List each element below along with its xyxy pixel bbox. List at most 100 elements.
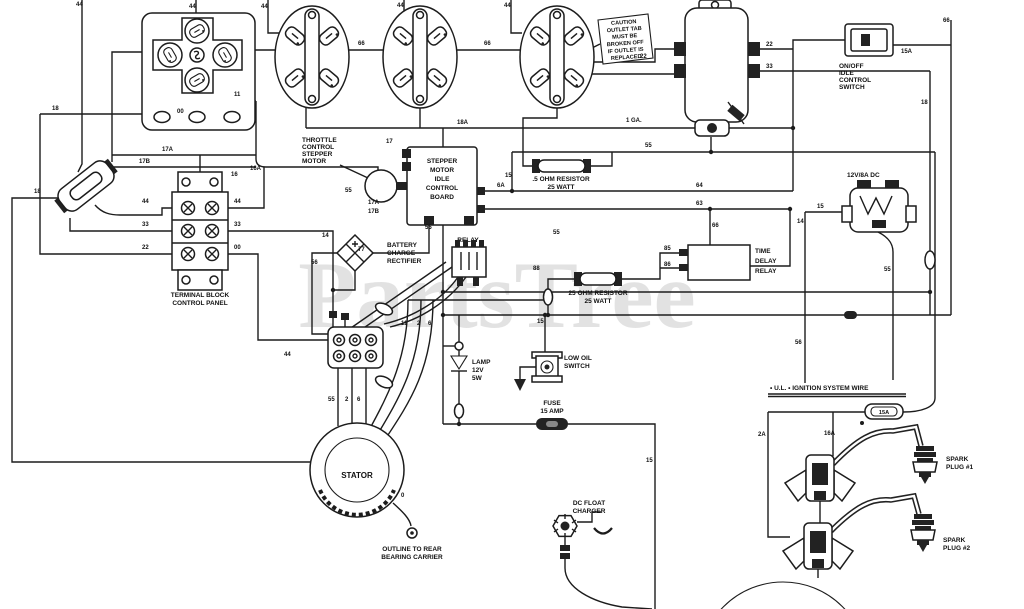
wire-label: 15 xyxy=(646,458,653,464)
wire-label: 22 xyxy=(640,54,647,60)
junctions xyxy=(329,125,933,427)
wire-label: 77 xyxy=(358,247,365,253)
ignition-header: • U.L. • IGNITION SYSTEM WIRE xyxy=(770,385,869,392)
wire-label: 33 xyxy=(234,222,241,228)
rear-bearing-label-1: OUTLINE TO REAR xyxy=(382,546,442,553)
wire-label: 6 xyxy=(357,397,361,403)
wire-label: 17B xyxy=(139,159,151,165)
wire-label: 14 xyxy=(797,219,804,225)
board-label-1: STEPPER xyxy=(427,158,458,165)
wire-label: 56 xyxy=(311,260,318,266)
wire-label: 17A xyxy=(162,147,174,153)
rectifier-label-2: CHARGE xyxy=(387,250,416,257)
ignition-fuse-label: 15A xyxy=(879,410,889,416)
wire-label: 56 xyxy=(795,340,802,346)
wire-label: 16A xyxy=(250,166,262,172)
wire-label: 44 xyxy=(504,3,511,9)
wire-label: 15 xyxy=(537,319,544,325)
resistor-half-ohm-label-2: 25 WATT xyxy=(548,184,575,191)
fuse-label-1: FUSE xyxy=(543,400,561,407)
spark-plug-1-label-2: PLUG #1 xyxy=(946,464,973,471)
ignition-system: • U.L. • IGNITION SYSTEM WIRE 15A SPARK … xyxy=(768,385,973,570)
caution-line-6: REPLACED xyxy=(611,54,642,62)
wire-label: 44 xyxy=(142,199,149,205)
resistor-half-ohm: .5 OHM RESISTOR 25 WATT xyxy=(532,159,591,191)
rectifier-label-3: RECTIFIER xyxy=(387,258,422,265)
wire-label: 11 xyxy=(401,321,408,327)
duplex-outlet-3 xyxy=(520,6,594,108)
wire-label: 44 xyxy=(234,199,241,205)
wire-label: 88 xyxy=(533,266,540,272)
wire-label: 66 xyxy=(358,41,365,47)
wire-label: 18A xyxy=(457,120,469,126)
dc-outlet: 12V/8A DC xyxy=(841,172,917,233)
low-oil-label-1: LOW OIL xyxy=(564,355,592,362)
fuse-label-2: 15 AMP xyxy=(540,408,564,415)
wire-label: 17A xyxy=(368,200,380,206)
panel-circuit-breaker xyxy=(54,158,118,214)
time-delay-label-1: TIME xyxy=(755,248,771,255)
wire-label: 55 xyxy=(345,188,352,194)
wire-label: 16 xyxy=(231,172,238,178)
engine-outline xyxy=(720,581,846,609)
wire-label: 85 xyxy=(664,246,671,252)
caution-line-5: IF OUTLET IS xyxy=(608,47,644,55)
duplex-outlet-1 xyxy=(275,6,349,108)
wire-label: 11 xyxy=(234,92,241,98)
wire-label: 00 xyxy=(234,245,241,251)
wire-label: 2 xyxy=(417,321,421,327)
fuse-15-amp: FUSE 15 AMP xyxy=(536,400,568,430)
idle-switch-label-4: SWITCH xyxy=(839,84,865,91)
wire-label: 66 xyxy=(712,223,719,229)
wire-label: 15 xyxy=(505,173,512,179)
resistor-half-ohm-label-1: .5 OHM RESISTOR xyxy=(532,176,590,183)
caution-line-2: OUTLET TAB xyxy=(607,26,642,34)
time-delay-label-2: DELAY xyxy=(755,258,777,265)
circuit-breaker-module xyxy=(674,0,760,137)
wire-label: 44 xyxy=(397,3,404,9)
wire-label: 15 xyxy=(817,204,824,210)
terminal-block-label-1: TERMINAL BLOCK xyxy=(171,292,230,299)
spark-plug-2-label-2: PLUG #2 xyxy=(943,545,970,552)
wire-label: 18 xyxy=(52,106,59,112)
wire-label: 22 xyxy=(766,42,773,48)
lamp-label-1: LAMP xyxy=(472,359,491,366)
ground-icon xyxy=(514,379,526,391)
rear-bearing-label-2: BEARING CARRIER xyxy=(381,554,443,561)
wire-label: 1 GA. xyxy=(626,118,642,124)
wire-label: 44 xyxy=(261,4,268,10)
wire-label: 18 xyxy=(34,189,41,195)
idle-switch-label-2: IDLE xyxy=(839,70,854,77)
wire-label: 2 xyxy=(345,397,349,403)
ignition-coil-1 xyxy=(784,454,856,502)
wire-label: 17B xyxy=(368,209,380,215)
idle-switch-label-1: ON/OFF xyxy=(839,63,864,70)
wire-label: 64 xyxy=(696,183,703,189)
wire-label: 6A xyxy=(497,183,505,189)
wire-label: 33 xyxy=(142,222,149,228)
lamp-diode: LAMP 12V 5W xyxy=(450,341,491,382)
resistor-25-ohm-label-2: 25 WATT xyxy=(585,298,612,305)
caution-line-4: BROKEN OFF xyxy=(607,40,645,49)
wire-label: 44 xyxy=(189,4,196,10)
stator-label: STATOR xyxy=(341,471,373,480)
twistlock-receptacle xyxy=(141,12,256,131)
terminal-block: TERMINAL BLOCK CONTROL PANEL xyxy=(171,171,230,307)
dc-outlet-label: 12V/8A DC xyxy=(847,172,880,179)
throttle-label-4: MOTOR xyxy=(302,158,326,165)
caution-note: CAUTION OUTLET TAB MUST BE BROKEN OFF IF… xyxy=(597,13,654,65)
spark-plug-2-icon xyxy=(910,513,936,553)
board-label-3: IDLE xyxy=(435,176,450,183)
spark-plug-1-label-1: SPARK xyxy=(946,456,969,463)
wire-label: 14 xyxy=(322,233,329,239)
board-label-2: MOTOR xyxy=(430,167,454,174)
throttle-label-3: STEPPER xyxy=(302,151,333,158)
wire-label: 17 xyxy=(386,139,393,145)
terminal-block-label-2: CONTROL PANEL xyxy=(172,300,227,307)
stator: STATOR xyxy=(309,422,405,518)
wire-label: 33 xyxy=(766,64,773,70)
idle-control-board: STEPPER MOTOR IDLE CONTROL BOARD xyxy=(402,146,485,226)
duplex-outlet-2 xyxy=(383,6,457,108)
